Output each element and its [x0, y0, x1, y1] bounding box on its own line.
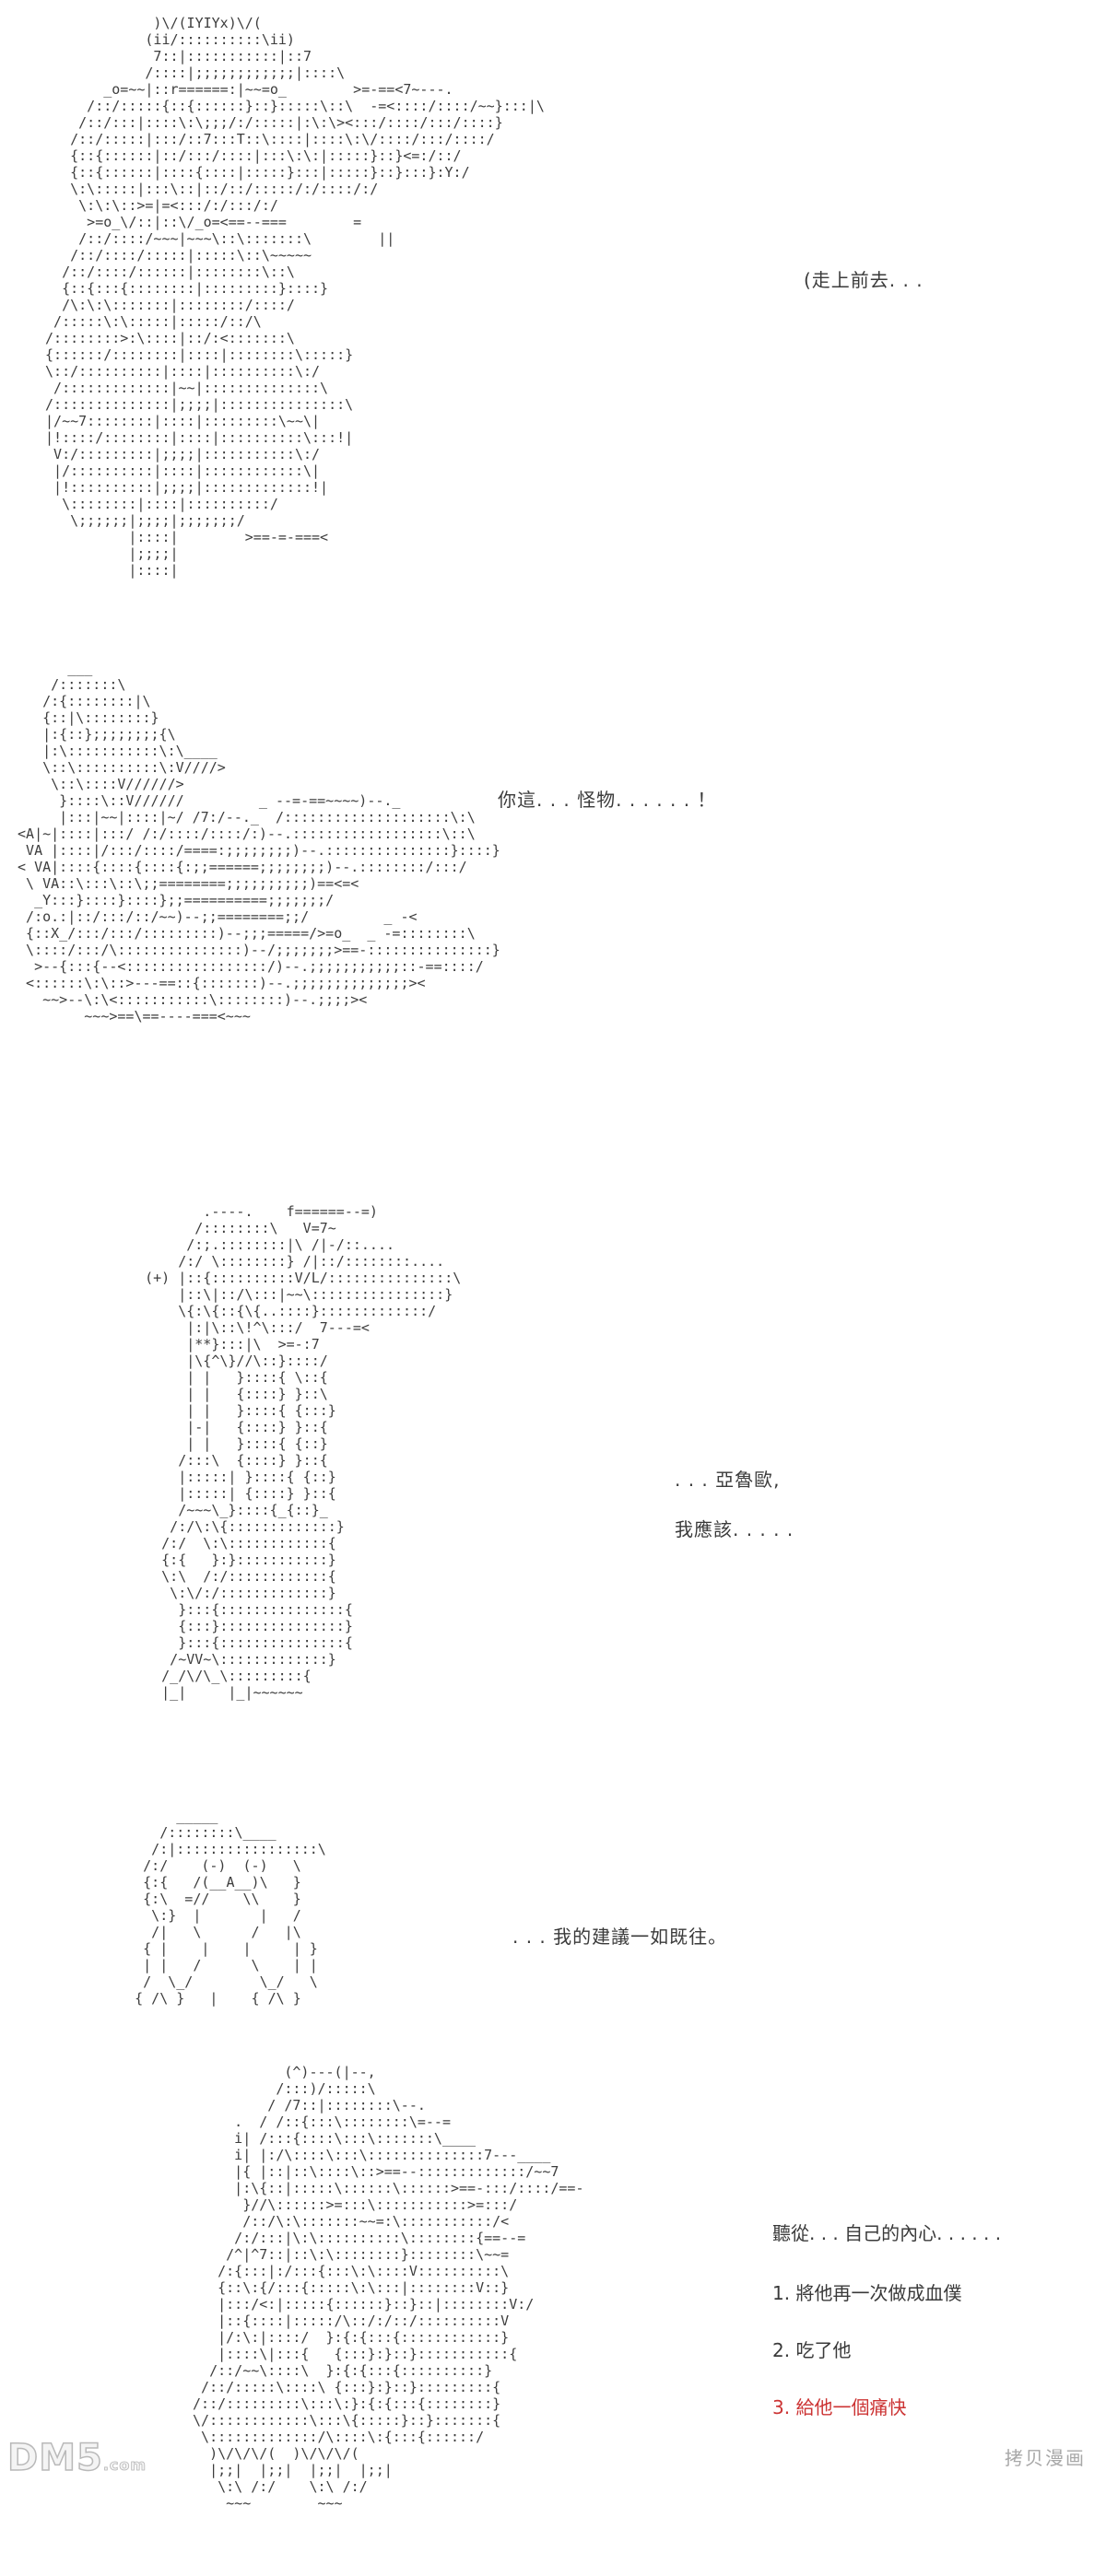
dialogue-monster: 你這. . . 怪物. . . . . . ！ [498, 789, 717, 811]
dialogue-name-call: . . . 亞魯歐, [675, 1469, 781, 1491]
dialogue-should-i: 我應該. . . . . [675, 1518, 794, 1540]
choice-option-2: 2. 吃了他 [772, 2339, 852, 2361]
choice-menu: 聽從. . . 自己的內心. . . . . . 1. 將他再一次做成血僕 2.… [772, 2219, 1001, 2450]
dm5-watermark-logo: DM5.com [6, 2436, 147, 2480]
dm5-logo-suffix: .com [102, 2456, 147, 2475]
dm5-logo-text: DM5 [6, 2436, 103, 2480]
choice-option-3: 3. 給他一個痛快 [772, 2396, 907, 2418]
ascii-art-panel-1: )\/(IYIYx)\/( (ii/::::::::::\ii) 7::|:::… [45, 15, 545, 579]
dialogue-approach: (走上前去. . . [804, 269, 924, 291]
dialogue-advice: . . . 我的建議一如既往。 [512, 1926, 728, 1948]
ascii-art-panel-2: ___ /:::::::\ /:{::::::::|\ {::|\:::::::… [18, 660, 500, 1025]
ascii-art-panel-5: (^)---(|--, /:::)/:::::\ / /7::|::::::::… [193, 2064, 584, 2512]
choice-option-1: 1. 將他再一次做成血僕 [772, 2282, 962, 2304]
choice-prompt: 聽從. . . 自己的內心. . . . . . [772, 2222, 1002, 2244]
ascii-art-panel-4: _____ /::::::::\____ /:|::::::::::::::::… [135, 1808, 326, 2007]
ascii-art-panel-3: .----. f======--=) /::::::::\ V=7~ /:;.:… [145, 1203, 462, 1701]
site-watermark: 拷贝漫画 [1005, 2447, 1086, 2469]
